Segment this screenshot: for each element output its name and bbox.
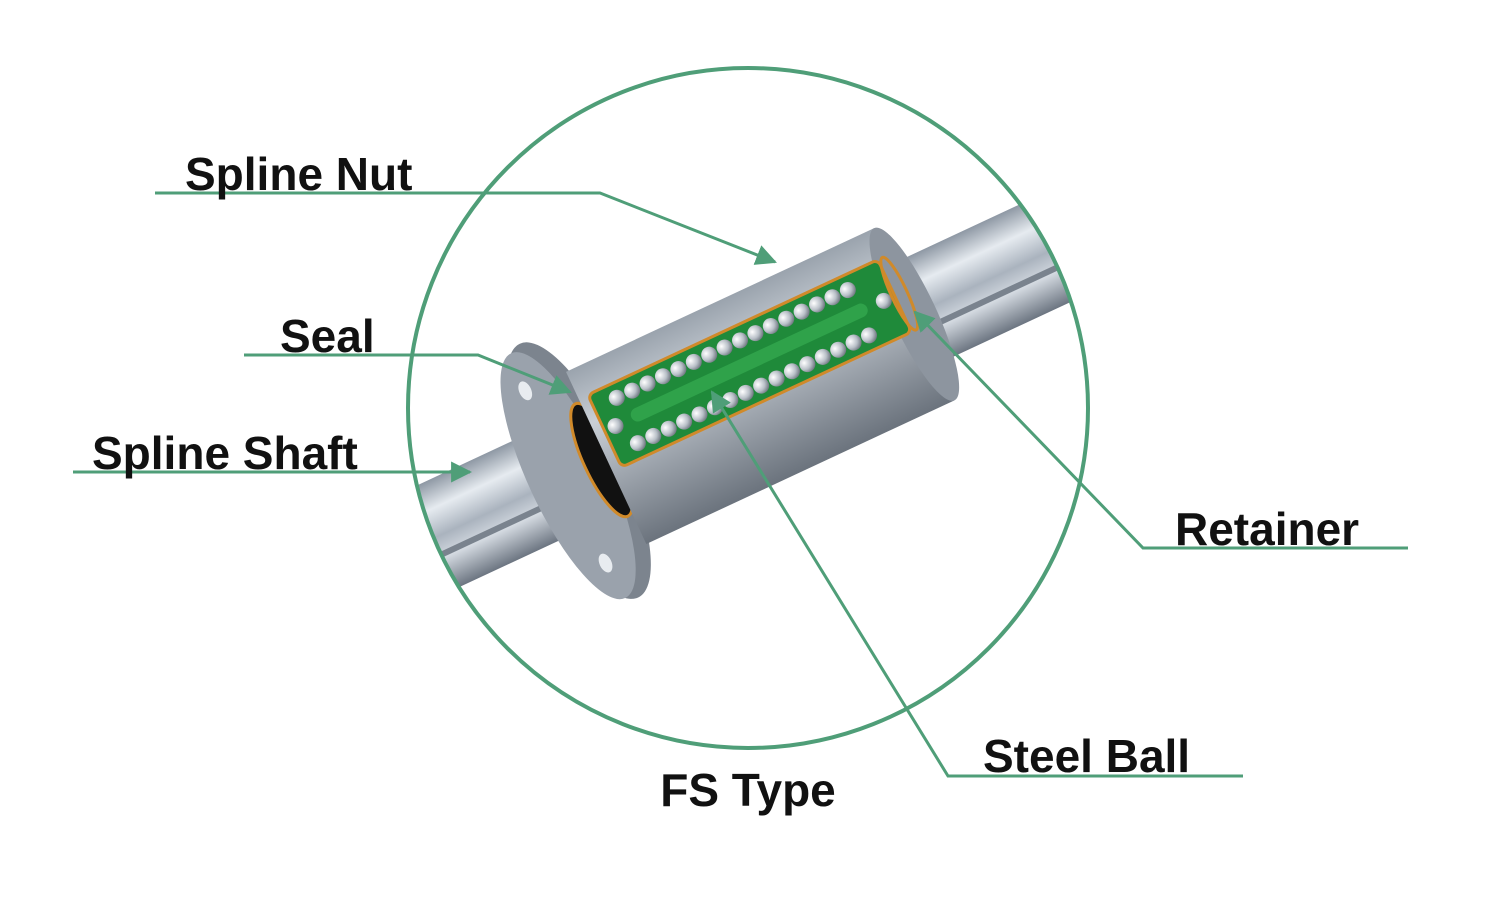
steel-ball: [732, 332, 749, 349]
steel-ball: [875, 292, 892, 309]
steel-ball: [845, 334, 862, 351]
steel-ball: [793, 303, 810, 320]
caption-fs-type: FS Type: [660, 764, 836, 816]
steel-ball: [762, 317, 779, 334]
leader-spline-nut: [155, 191, 777, 265]
steel-ball: [607, 417, 624, 434]
steel-ball: [830, 341, 847, 358]
detail-circle: [406, 66, 1090, 750]
label-spline-shaft: Spline Shaft: [92, 427, 358, 479]
steel-ball: [691, 406, 708, 423]
steel-ball: [839, 282, 856, 299]
spline-assembly-illustration: [408, 150, 1088, 631]
steel-ball: [814, 348, 831, 365]
steel-ball: [685, 353, 702, 370]
steel-ball: [768, 370, 785, 387]
steel-ball: [783, 363, 800, 380]
steel-ball: [809, 296, 826, 313]
leader-seal: [244, 353, 572, 395]
steel-ball: [824, 289, 841, 306]
steel-ball: [624, 382, 641, 399]
steel-ball: [676, 413, 693, 430]
steel-ball: [608, 389, 625, 406]
steel-ball: [660, 420, 677, 437]
steel-ball: [645, 427, 662, 444]
steel-ball: [753, 377, 770, 394]
steel-ball: [799, 356, 816, 373]
label-steel-ball: Steel Ball: [983, 730, 1190, 782]
steel-ball: [860, 327, 877, 344]
leader-steel-ball: [710, 390, 1243, 778]
label-seal: Seal: [280, 310, 375, 362]
steel-ball: [716, 339, 733, 356]
steel-ball: [737, 384, 754, 401]
steel-ball: [654, 368, 671, 385]
label-spline-nut: Spline Nut: [185, 148, 412, 200]
steel-ball: [629, 435, 646, 452]
steel-ball: [670, 361, 687, 378]
steel-ball: [747, 325, 764, 342]
steel-ball: [639, 375, 656, 392]
steel-ball: [701, 346, 718, 363]
leader-retainer: [913, 310, 1408, 550]
steel-ball: [778, 310, 795, 327]
label-retainer: Retainer: [1175, 503, 1359, 555]
